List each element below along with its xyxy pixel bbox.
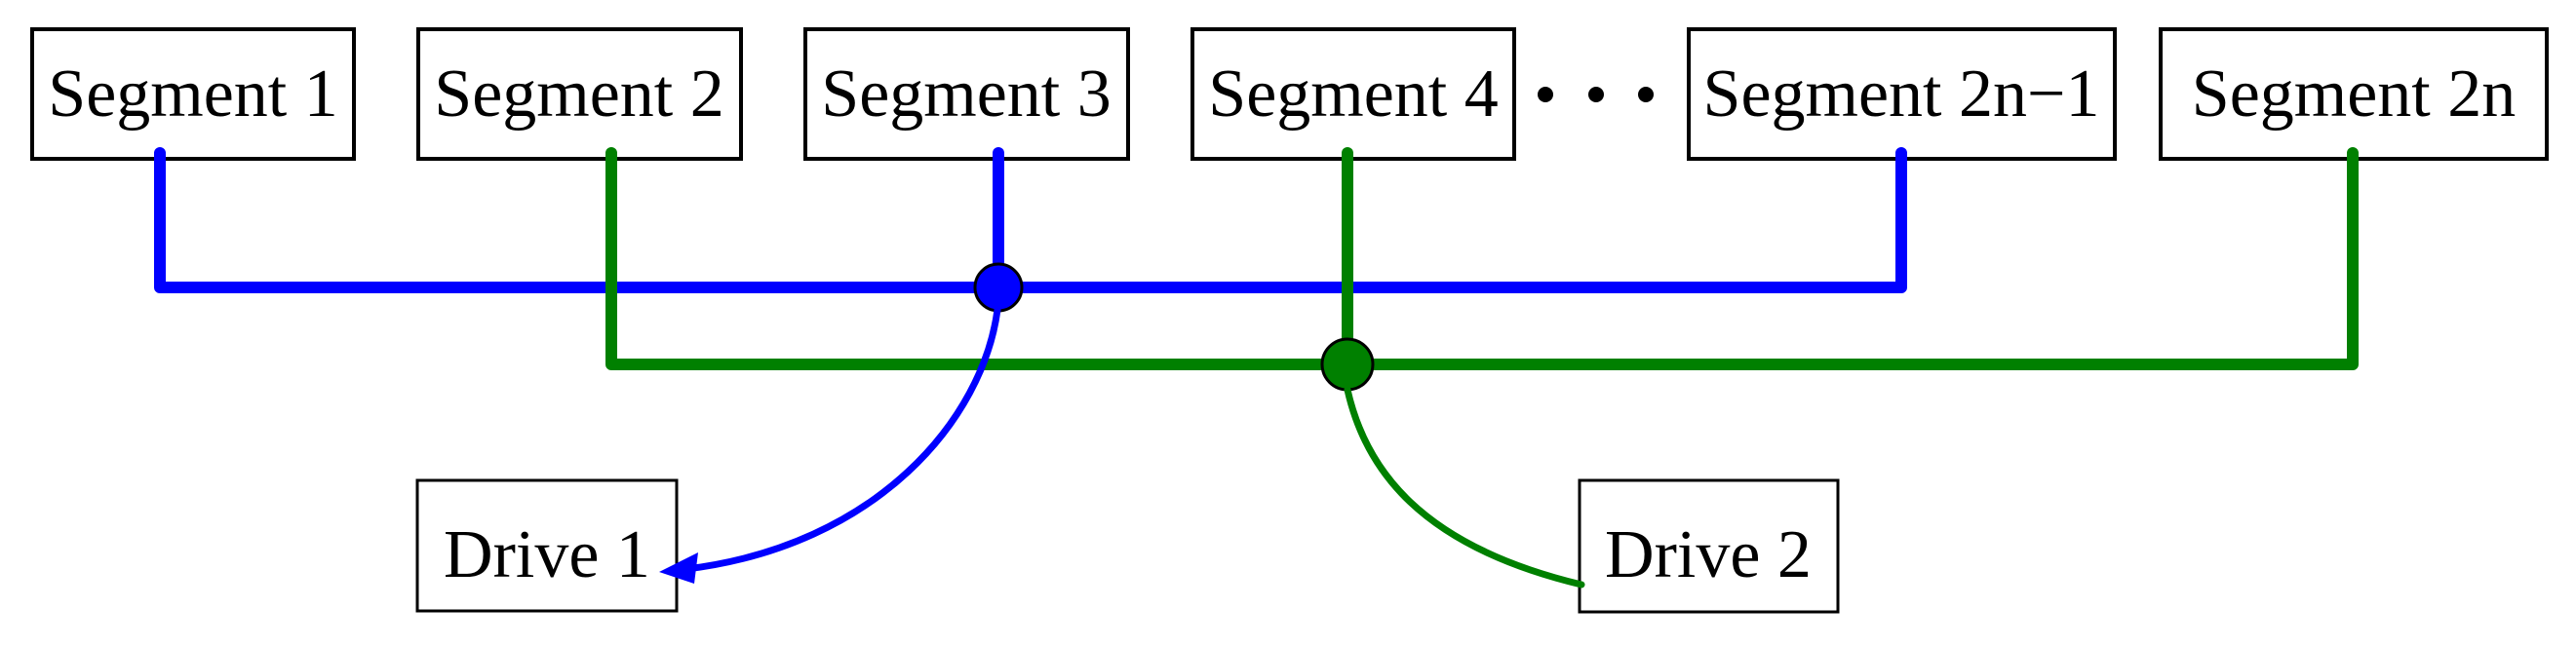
- drive2-bus-line: [605, 147, 2359, 370]
- segment-box-2n-1: Segment 2n−1: [1687, 27, 2117, 161]
- segment-2n-1-label: Segment 2n−1: [1703, 57, 2100, 132]
- drive2-pointer-curve: [1344, 386, 1585, 589]
- drive1-pointer-arrowhead-icon: [659, 552, 698, 584]
- segment-3-rect: [803, 27, 1130, 161]
- ellipsis: [1538, 87, 1654, 102]
- segment-2-label: Segment 2: [434, 57, 723, 132]
- drive2-tap-node: [1320, 337, 1375, 392]
- segment-box-1: Segment 1: [30, 27, 356, 161]
- drive1-tap-node: [973, 262, 1024, 313]
- drive1-pointer-curve: [683, 306, 1001, 573]
- segment-boxes: Segment 1 Segment 2 Segment 3 Segment 4 …: [30, 27, 2549, 161]
- drive-box-2: Drive 2: [1578, 478, 1840, 614]
- segment-box-3: Segment 3: [803, 27, 1130, 161]
- drive-2-label: Drive 2: [1605, 517, 1812, 592]
- segment-4-rect: [1190, 27, 1516, 161]
- drive-boxes: Drive 1 Drive 2: [415, 478, 1840, 614]
- segment-2n-rect: [2159, 27, 2549, 161]
- drive2-bus-green: [605, 147, 2359, 370]
- drive-2-rect: [1578, 478, 1840, 614]
- drive1-pointer: [659, 306, 1001, 584]
- ellipsis-dot: [1588, 87, 1604, 102]
- segment-3-label: Segment 3: [821, 57, 1111, 132]
- segment-box-2: Segment 2: [416, 27, 743, 161]
- segment-box-4: Segment 4: [1190, 27, 1516, 161]
- segment-2n-label: Segment 2n: [2192, 57, 2516, 132]
- segment-4-label: Segment 4: [1208, 57, 1498, 132]
- segment-1-rect: [30, 27, 356, 161]
- segment-1-label: Segment 1: [48, 57, 337, 132]
- drive-1-rect: [415, 478, 679, 613]
- segment-2-rect: [416, 27, 743, 161]
- ellipsis-dot: [1538, 87, 1553, 102]
- drive1-bus-line: [154, 147, 1907, 293]
- segment-box-2n: Segment 2n: [2159, 27, 2549, 161]
- drive-box-1: Drive 1: [415, 478, 679, 613]
- ellipsis-dot: [1638, 87, 1654, 102]
- drive-1-label: Drive 1: [444, 517, 650, 592]
